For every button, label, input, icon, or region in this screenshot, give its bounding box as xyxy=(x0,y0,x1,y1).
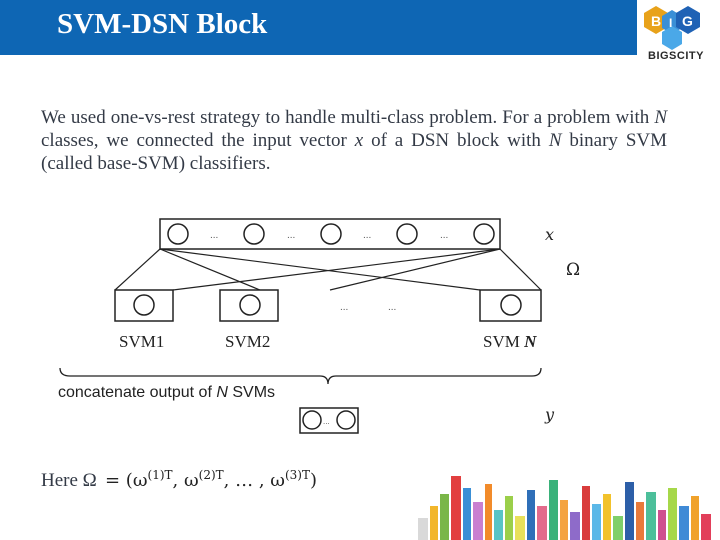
formula-open: = (ω xyxy=(105,470,148,491)
svmN-node xyxy=(500,294,522,316)
para-text-4: binary SVM (called base-SVM) classifiers… xyxy=(41,130,668,174)
concat-label: concatenate output of N SVMs xyxy=(58,384,275,402)
here-label: Here Ω xyxy=(41,470,97,491)
concat-brace xyxy=(59,367,542,385)
input-node xyxy=(320,223,342,245)
input-ellipsis: ... xyxy=(363,230,371,241)
concat-suffix: SVMs xyxy=(227,384,276,401)
omega-label: Ω xyxy=(566,260,581,280)
svm1-label: SVM1 xyxy=(119,332,165,351)
title-bar: SVM-DSN Block xyxy=(0,0,637,55)
input-node xyxy=(473,223,495,245)
output-node xyxy=(336,410,356,430)
input-ellipsis: ... xyxy=(210,230,218,241)
concat-prefix: concatenate output of xyxy=(58,384,217,401)
formula-mid2: , … , ω xyxy=(223,470,285,491)
output-ellipsis: ... xyxy=(323,417,330,426)
input-node xyxy=(396,223,418,245)
omega-formula: = (ω(1)T, ω(2)T, … , ω(3)T) xyxy=(105,468,317,491)
input-ellipsis: ... xyxy=(287,230,295,241)
intro-paragraph: We used one-vs-rest strategy to handle m… xyxy=(41,106,667,175)
svmN-label: SVM N xyxy=(483,332,536,352)
input-ellipsis: ... xyxy=(440,230,448,241)
svg-text:B: B xyxy=(651,13,661,29)
formula-mid1: , ω xyxy=(172,470,199,491)
svm1-node xyxy=(133,294,155,316)
formula-sup2: (2)T xyxy=(198,468,224,482)
connection-lines xyxy=(114,248,542,291)
svmN-prefix: SVM xyxy=(483,332,525,351)
para-text-3: of a DSN block with xyxy=(363,130,549,151)
svmN-var: N xyxy=(524,332,537,351)
svg-text:G: G xyxy=(682,13,693,29)
svm2-label: SVM2 xyxy=(225,332,271,351)
svm-ellipsis: ... xyxy=(388,302,396,313)
para-text-1: We used one-vs-rest strategy to handle m… xyxy=(41,107,655,128)
output-label-y: y xyxy=(545,405,555,424)
para-var-n1: N xyxy=(654,107,667,128)
bigscity-logo: B I G xyxy=(644,6,700,50)
city-skyline-decoration xyxy=(418,476,711,540)
output-node xyxy=(302,410,322,430)
svm2-node xyxy=(239,294,261,316)
para-text-2: classes, we connected the input vector xyxy=(41,130,355,151)
slide-title: SVM-DSN Block xyxy=(57,8,268,40)
input-node xyxy=(167,223,189,245)
formula-sup3: (3)T xyxy=(284,468,310,482)
svg-text:I: I xyxy=(669,16,672,30)
header: SVM-DSN Block B I G BIGSCITY xyxy=(0,0,720,62)
input-node xyxy=(243,223,265,245)
para-var-n2: N xyxy=(548,130,562,151)
logo-text: BIGSCITY xyxy=(648,50,704,62)
formula-sup1: (1)T xyxy=(147,468,173,482)
input-label-x: x xyxy=(545,225,555,244)
concat-var: N xyxy=(216,384,228,401)
formula-close: ) xyxy=(309,470,318,491)
svm-ellipsis: ... xyxy=(340,302,348,313)
para-var-x: x xyxy=(354,130,364,151)
